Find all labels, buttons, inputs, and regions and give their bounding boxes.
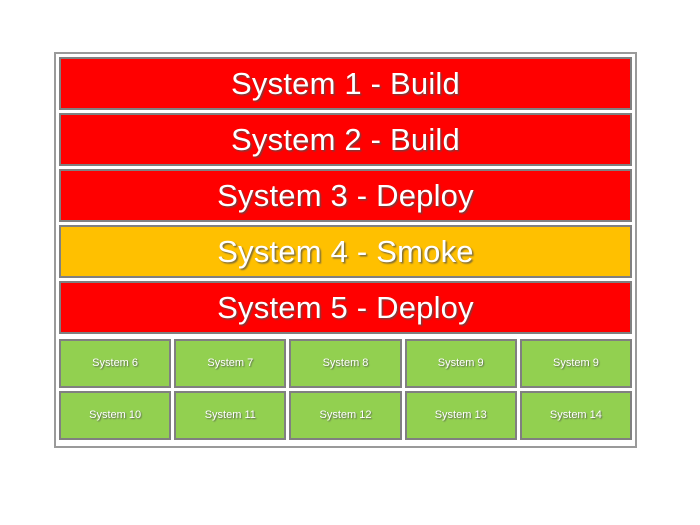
status-bar[interactable]: System 1 - Build [59, 57, 632, 110]
system-tile-label: System 13 [434, 409, 487, 421]
status-bar-label: System 2 - Build [231, 122, 460, 157]
system-tile[interactable]: System 8 [289, 339, 402, 388]
system-tile[interactable]: System 14 [519, 391, 633, 440]
tile-row: System 10 System 11 System 12 System 13 … [59, 391, 633, 440]
system-tile[interactable]: System 9 [519, 339, 633, 388]
status-bar[interactable]: System 5 - Deploy [59, 281, 632, 334]
system-tile[interactable]: System 7 [174, 339, 287, 388]
system-tile[interactable]: System 12 [289, 391, 402, 440]
tile-row: System 6 System 7 System 8 System 9 Syst… [59, 339, 633, 388]
system-tile-label: System 14 [549, 409, 602, 421]
system-tile-label: System 9 [552, 357, 599, 369]
system-tile-label: System 11 [204, 409, 256, 421]
status-bar-group: System 1 - Build System 2 - Build System… [59, 57, 632, 337]
system-tile-label: System 8 [322, 357, 369, 369]
system-tile-label: System 7 [207, 357, 254, 369]
system-tile-label: System 9 [437, 357, 484, 369]
system-status-board: System 1 - Build System 2 - Build System… [54, 52, 637, 448]
system-tile-label: System 10 [89, 409, 142, 421]
system-tile[interactable]: System 11 [174, 391, 287, 440]
status-bar-label: System 1 - Build [231, 66, 460, 101]
system-tile[interactable]: System 6 [59, 339, 172, 388]
status-bar[interactable]: System 3 - Deploy [59, 169, 632, 222]
system-tile-label: System 6 [92, 357, 139, 369]
system-tile-grid: System 6 System 7 System 8 System 9 Syst… [59, 339, 633, 443]
system-tile[interactable]: System 10 [59, 391, 172, 440]
status-bar[interactable]: System 4 - Smoke [59, 225, 632, 278]
system-tile[interactable]: System 9 [404, 339, 517, 388]
system-tile-label: System 12 [319, 409, 372, 421]
status-bar-label: System 4 - Smoke [217, 234, 474, 269]
status-bar-label: System 5 - Deploy [217, 290, 474, 325]
status-bar[interactable]: System 2 - Build [59, 113, 632, 166]
system-tile[interactable]: System 13 [404, 391, 517, 440]
status-bar-label: System 3 - Deploy [217, 178, 474, 213]
